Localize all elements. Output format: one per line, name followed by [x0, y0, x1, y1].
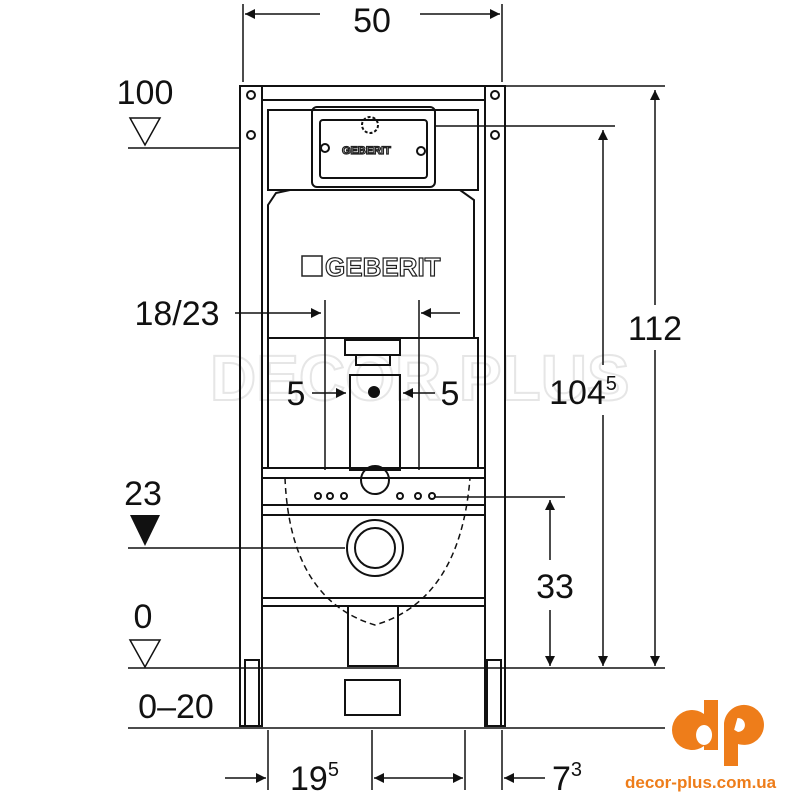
dim-height-104-5: 1045 [549, 373, 617, 412]
dim-range-0-20: 0–20 [138, 688, 214, 726]
cistern-brand: GEBERIT [325, 252, 441, 282]
frame [239, 85, 506, 727]
dim-main: 104 [549, 374, 606, 412]
level-marker-0 [128, 639, 162, 669]
dim-height-112: 112 [628, 310, 682, 348]
dim-bottom-19-5: 195 [290, 759, 339, 798]
dim-sup: 5 [328, 759, 339, 781]
dimension-lines [128, 4, 665, 790]
level-marker-23 [130, 515, 160, 546]
dim-level-100: 100 [117, 74, 174, 112]
dim-main: 19 [290, 760, 328, 798]
geberit-logo-square [301, 255, 323, 277]
dim-main: 7 [552, 760, 571, 798]
logo-url: decor-plus.com.ua [625, 773, 777, 792]
dim-bottom-7-3: 73 [552, 759, 582, 798]
watermark: DECOR PLUS [210, 342, 630, 414]
decor-plus-logo [671, 700, 764, 766]
dim-width-50: 50 [353, 2, 391, 40]
dim-level-23: 23 [124, 475, 162, 513]
dim-18-23: 18/23 [134, 295, 219, 333]
dim-sup: 5 [606, 373, 617, 395]
dim-height-33: 33 [536, 568, 574, 606]
dim-offset-left-5: 5 [287, 375, 306, 413]
flush-plate [311, 106, 436, 188]
dim-level-0: 0 [134, 598, 153, 636]
plate-brand: GEBERIT [342, 145, 391, 157]
dim-sup: 3 [571, 759, 582, 781]
level-marker-100 [128, 117, 162, 147]
dim-offset-right-5: 5 [441, 375, 460, 413]
